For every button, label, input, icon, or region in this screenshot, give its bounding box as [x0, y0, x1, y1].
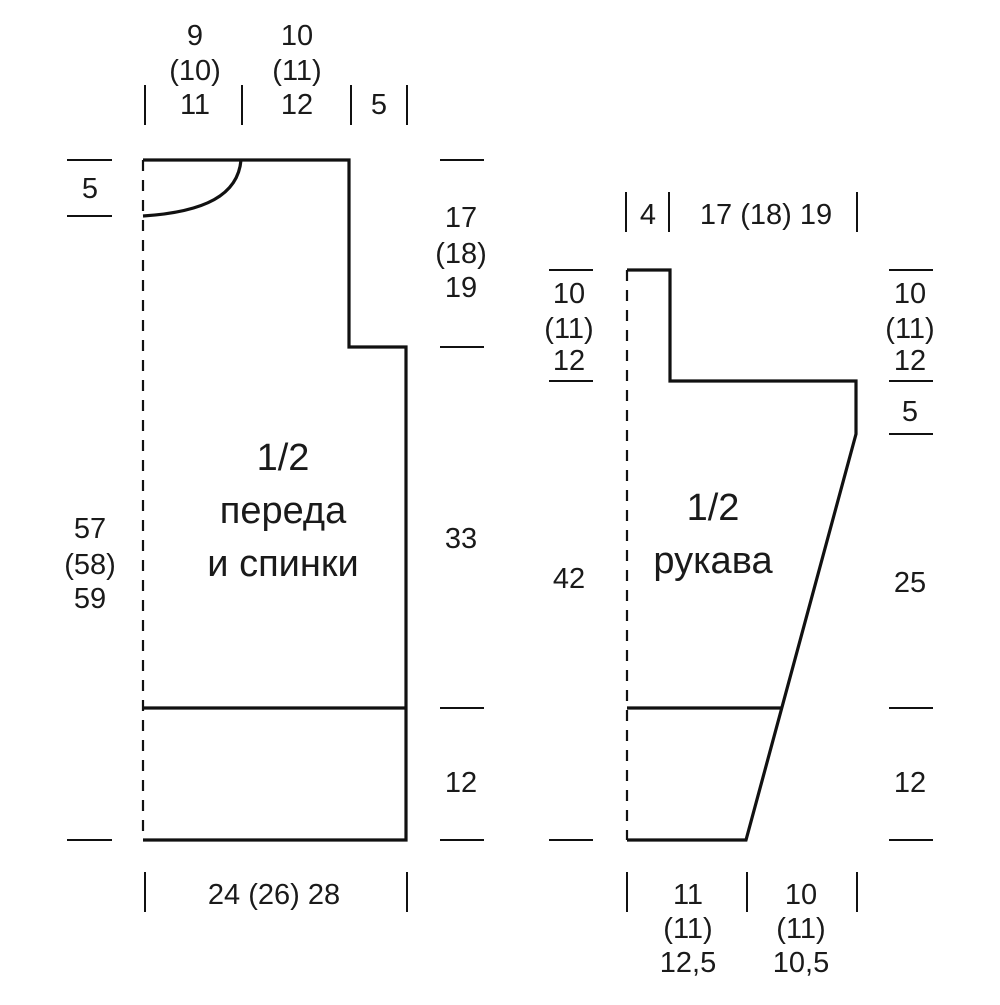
- sleeve-taper: 25: [894, 567, 926, 599]
- body-total-length-1: 57: [74, 513, 106, 545]
- body-shoulder-width-3: 12: [281, 89, 313, 121]
- body-shoulder-width-1: 10: [281, 20, 313, 52]
- body-title-line-1: 1/2: [257, 437, 310, 479]
- body-length: 33: [445, 523, 477, 555]
- sleeve-increase-width-3: 10,5: [773, 947, 829, 979]
- sleeve-left-cap-1: 10: [553, 278, 585, 310]
- sleeve-outline: [627, 268, 858, 842]
- sleeve-increase-width-2: (11): [776, 913, 825, 945]
- sleeve-increase-width-1: 10: [785, 879, 817, 911]
- sleeve-title-line-2: рукава: [653, 540, 773, 582]
- sleeve-cuff-width-2: (11): [663, 913, 712, 945]
- sleeve-title-line-1: 1/2: [687, 487, 740, 529]
- sleeve-upper-width: 17 (18) 19: [700, 199, 832, 231]
- sleeve-cap-width: 4: [640, 199, 656, 231]
- body-sleeve-step: 5: [371, 89, 387, 121]
- body-rib: 12: [445, 767, 477, 799]
- body-armhole-2: (18): [435, 238, 487, 270]
- body-title-line-2: переда: [220, 490, 347, 532]
- body-neck-width-1: 9: [187, 20, 203, 52]
- sleeve-right-cap-3: 12: [894, 345, 926, 377]
- body-piece: 1/2 переда и спинки 9 (10) 11 10 (11) 12…: [64, 20, 487, 912]
- sleeve-piece: 1/2 рукава 4 17 (18) 19 10 (11) 12 42 10…: [544, 192, 935, 979]
- body-neck-width-2: (10): [169, 55, 221, 87]
- body-neck-width-3: 11: [180, 89, 210, 121]
- sleeve-cuff-width-3: 12,5: [660, 947, 716, 979]
- body-total-length-3: 59: [74, 583, 106, 615]
- sleeve-left-cap-3: 12: [553, 345, 585, 377]
- sleeve-right-cap-1: 10: [894, 278, 926, 310]
- body-title-line-3: и спинки: [207, 543, 358, 585]
- sleeve-cuff-width-1: 11: [673, 879, 703, 911]
- sleeve-upper-step: 5: [902, 396, 918, 428]
- body-armhole-1: 17: [445, 202, 477, 234]
- body-neck-depth: 5: [82, 173, 98, 205]
- sleeve-length: 42: [553, 563, 585, 595]
- body-outline: [143, 158, 408, 842]
- sleeve-rib: 12: [894, 767, 926, 799]
- body-bottom-width: 24 (26) 28: [208, 879, 340, 911]
- body-neckline: [142, 159, 243, 218]
- sleeve-right-cap-2: (11): [885, 313, 934, 345]
- sleeve-left-cap-2: (11): [544, 313, 593, 345]
- body-total-length-2: (58): [64, 549, 116, 581]
- body-armhole-3: 19: [445, 272, 477, 304]
- body-shoulder-width-2: (11): [272, 55, 321, 87]
